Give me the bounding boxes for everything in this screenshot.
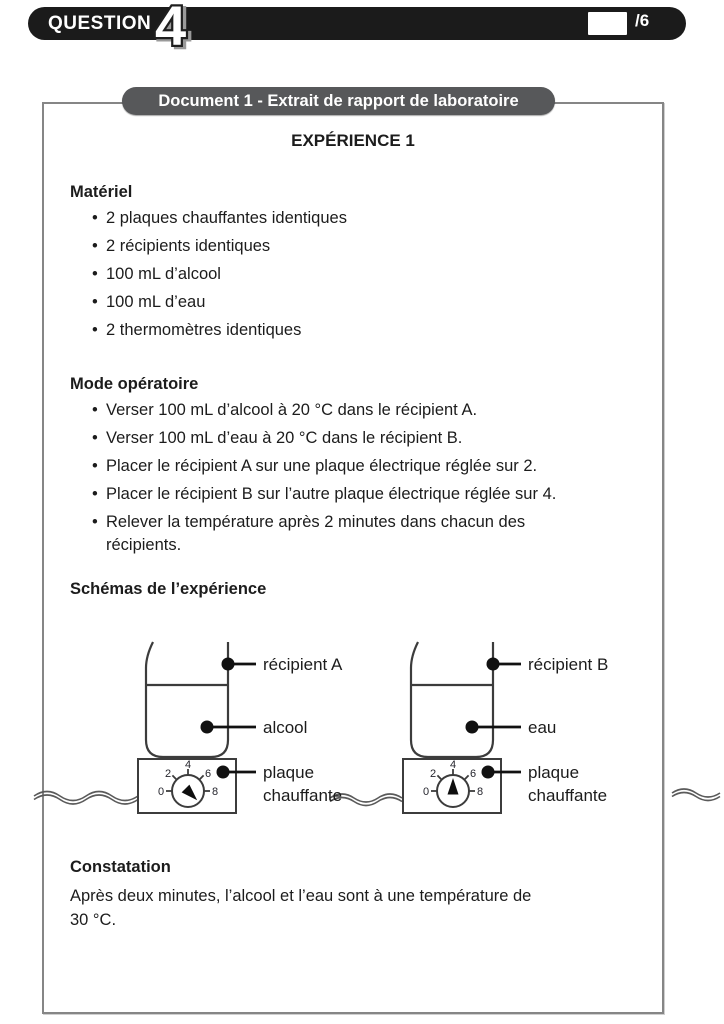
label-alcool: alcool xyxy=(263,718,307,737)
label-recipient-b: récipient B xyxy=(528,655,608,674)
list-item: Placer le récipient B sur l’autre plaque… xyxy=(92,483,667,506)
label-plaque-a-2: chauffante xyxy=(263,786,342,805)
list-item: 2 plaques chauffantes identiques xyxy=(92,207,667,230)
label-plaque-a-1: plaque xyxy=(263,763,314,782)
svg-text:4: 4 xyxy=(450,759,456,771)
svg-text:2: 2 xyxy=(165,768,171,780)
dial-needle xyxy=(447,778,459,795)
score-input-box[interactable] xyxy=(588,12,627,35)
question-header-bar: QUESTION /6 xyxy=(28,7,686,40)
list-item: Verser 100 mL d’alcool à 20 °C dans le r… xyxy=(92,399,667,422)
svg-text:6: 6 xyxy=(205,768,211,780)
list-item: 100 mL d’alcool xyxy=(92,263,667,286)
schemas-heading: Schémas de l’expérience xyxy=(70,580,267,598)
question-number-shadow: 4 xyxy=(158,0,189,58)
callouts-a: récipient A alcool plaque chauffante xyxy=(200,655,343,805)
beaker-a xyxy=(144,641,230,759)
question-number: 4 xyxy=(155,0,186,57)
apparatus-a: 0 2 4 6 8 récipient A alcool plaque chau… xyxy=(137,641,343,814)
list-item: Relever la température après 2 minutes d… xyxy=(92,511,667,557)
list-item: 100 mL d’eau xyxy=(92,291,667,314)
dial-a: 0 2 4 6 8 xyxy=(158,759,218,808)
callouts-b: récipient B eau plaque chauffante xyxy=(465,655,608,805)
apparatus-b: 0 2 4 6 8 récipient B eau plaque chauffa… xyxy=(402,641,608,814)
score-total: /6 xyxy=(635,11,650,30)
label-recipient-a: récipient A xyxy=(263,655,343,674)
constatation-text: Après deux minutes, l’alcool et l’eau so… xyxy=(70,887,532,929)
mode-operatoire-heading: Mode opératoire xyxy=(70,375,199,393)
materiel-heading: Matériel xyxy=(70,183,133,201)
svg-text:0: 0 xyxy=(158,786,164,798)
list-item: Placer le récipient A sur une plaque éle… xyxy=(92,455,667,478)
dial-b: 0 2 4 6 8 xyxy=(423,759,483,808)
experiment-title: EXPÉRIENCE 1 xyxy=(291,131,415,150)
power-cord xyxy=(33,788,721,807)
document-title-pill: Document 1 - Extrait de rapport de labor… xyxy=(122,87,555,115)
svg-text:0: 0 xyxy=(423,786,429,798)
question-number-figure: 4 4 xyxy=(153,0,192,58)
list-item: 2 thermomètres identiques xyxy=(92,319,667,342)
constatation-heading: Constatation xyxy=(70,858,171,876)
label-plaque-b-1: plaque xyxy=(528,763,579,782)
question-label: QUESTION xyxy=(48,13,152,34)
svg-text:8: 8 xyxy=(212,786,218,798)
list-item: 2 récipients identiques xyxy=(92,235,667,258)
materiel-list: 2 plaques chauffantes identiques 2 récip… xyxy=(92,207,667,347)
experiment-schematic: 0 2 4 6 8 récipient A alcool plaque chau… xyxy=(33,641,721,814)
beaker-b xyxy=(409,641,495,759)
svg-text:8: 8 xyxy=(477,786,483,798)
label-plaque-b-2: chauffante xyxy=(528,786,607,805)
svg-text:6: 6 xyxy=(470,768,476,780)
dial-needle xyxy=(181,784,198,801)
svg-text:2: 2 xyxy=(430,768,436,780)
svg-text:4: 4 xyxy=(185,759,191,771)
label-eau: eau xyxy=(528,718,556,737)
list-item: Verser 100 mL d’eau à 20 °C dans le réci… xyxy=(92,427,667,450)
mode-operatoire-list: Verser 100 mL d’alcool à 20 °C dans le r… xyxy=(92,399,667,562)
